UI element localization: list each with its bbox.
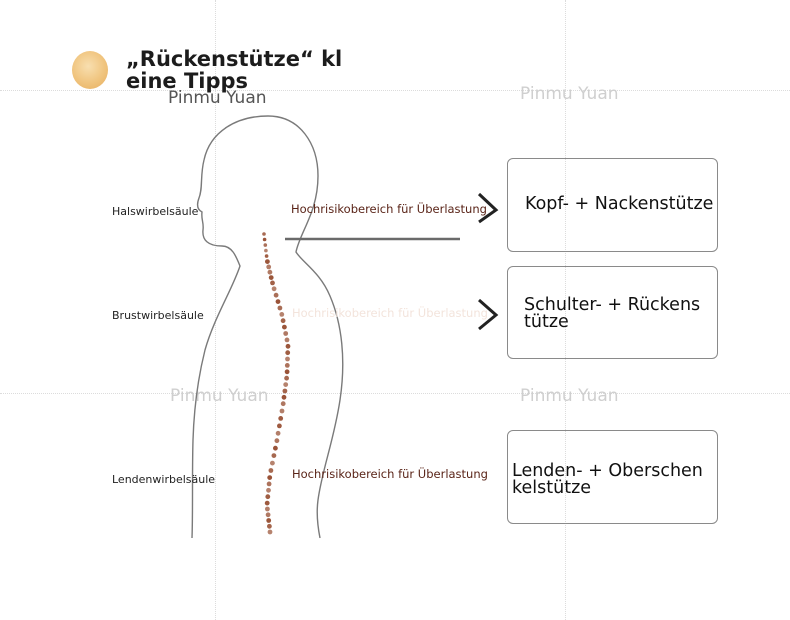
- risk-label: Hochrisikobereich für Überlastung: [292, 467, 488, 481]
- vertebra-dot: [273, 292, 279, 298]
- vertebra-dot: [267, 475, 273, 480]
- support-box-head-neck: [507, 158, 718, 252]
- vertebra-dot: [285, 356, 290, 362]
- chevron-right-icon: [477, 192, 499, 224]
- vertebra-dot: [275, 299, 281, 304]
- vertebra-dot: [282, 388, 288, 394]
- vertebra-dot: [284, 363, 290, 368]
- body-back-outline: [267, 115, 344, 539]
- sun-orb-icon: [72, 51, 108, 89]
- grid-line: [215, 0, 216, 620]
- vertebra-dot: [262, 237, 267, 242]
- vertebra-dot: [265, 259, 270, 264]
- support-label-head-neck: Kopf- + Nackenstütze: [525, 194, 714, 214]
- vertebra-dot: [267, 529, 273, 535]
- vertebra-dot: [283, 331, 289, 336]
- region-label-cervical: Halswirbelsäule: [112, 205, 199, 218]
- grid-line: [0, 90, 790, 91]
- vertebra-dot: [263, 243, 268, 247]
- vertebra-dot: [268, 275, 274, 280]
- support-label-lumbar-thigh: Lenden- + Oberschenkelstütze: [512, 461, 703, 498]
- vertebra-dot: [275, 430, 281, 436]
- vertebra-dot: [282, 324, 287, 330]
- risk-label: Hochrisikobereich für Überlastung: [291, 202, 487, 216]
- vertebra-dot: [277, 423, 282, 429]
- vertebra-dot: [262, 232, 266, 236]
- watermark: Pinmu Yuan: [168, 88, 267, 108]
- spine-dots: [262, 232, 291, 535]
- vertebra-dot: [270, 460, 275, 466]
- vertebra-dot: [266, 481, 272, 487]
- vertebra-dot: [284, 369, 290, 375]
- vertebra-dot: [284, 337, 290, 343]
- grid-line: [0, 393, 790, 394]
- vertebra-dot: [285, 350, 291, 356]
- vertebra-dot: [271, 453, 277, 458]
- support-label-shoulder-back: Schulter- + Rückenstütze: [524, 295, 701, 332]
- vertebra-dot: [273, 445, 278, 451]
- vertebra-dot: [266, 518, 272, 523]
- vertebra-dot: [267, 269, 273, 275]
- vertebra-dot: [277, 305, 283, 311]
- vertebra-dot: [285, 343, 291, 349]
- vertebra-dot: [264, 248, 268, 253]
- region-label-lumbar: Lendenwirbelsäule: [112, 473, 216, 486]
- vertebra-dot: [279, 312, 285, 317]
- region-label-thoracic: Brustwirbelsäule: [112, 309, 204, 322]
- vertebra-dot: [264, 254, 269, 258]
- risk-label: Hochrisikobereich für Überlastung: [292, 306, 488, 320]
- vertebra-dot: [284, 375, 289, 381]
- vertebra-dot: [280, 318, 286, 324]
- chevron-right-icon: [478, 298, 499, 331]
- vertebra-dot: [268, 468, 274, 473]
- vertebra-dot: [266, 487, 271, 493]
- watermark: Pinmu Yuan: [520, 386, 619, 406]
- page-title: „Rückenstütze“ kleine Tipps: [126, 47, 343, 93]
- vertebra-dot: [270, 280, 275, 286]
- vertebra-dot: [281, 394, 287, 400]
- vertebra-dot: [267, 523, 272, 529]
- vertebra-dot: [279, 408, 285, 414]
- vertebra-dot: [265, 506, 270, 512]
- vertebra-dot: [271, 286, 277, 292]
- vertebra-dot: [265, 512, 271, 518]
- support-box-lumbar-thigh: [507, 430, 718, 524]
- vertebra-dot: [280, 401, 286, 407]
- vertebra-dot: [274, 438, 280, 444]
- body-front-outline: [191, 115, 269, 539]
- grid-line: [565, 0, 566, 620]
- vertebra-dot: [278, 416, 284, 421]
- support-box-shoulder-back: [507, 266, 718, 359]
- watermark: Pinmu Yuan: [170, 386, 269, 406]
- vertebra-dot: [265, 494, 271, 500]
- vertebra-dot: [283, 382, 289, 387]
- vertebra-dot: [266, 264, 272, 270]
- watermark: Pinmu Yuan: [520, 84, 619, 104]
- vertebra-dot: [264, 500, 270, 506]
